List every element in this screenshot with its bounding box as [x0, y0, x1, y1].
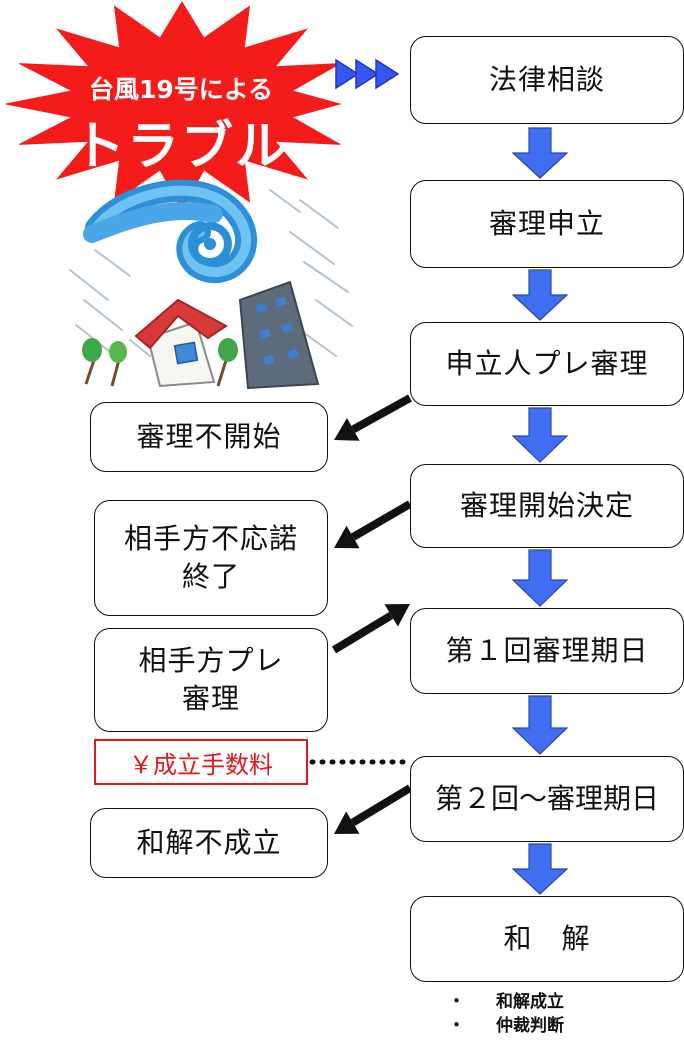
note-text: 仲裁判断: [496, 1016, 564, 1036]
side-no-settlement: 和解不成立: [90, 808, 328, 878]
arrow-shaft: [351, 500, 413, 541]
arrowhead-icon: [334, 811, 360, 834]
down-arrow-icon: [511, 407, 569, 463]
chevron-icon: [375, 58, 400, 90]
house-icon: [134, 298, 228, 388]
down-arrow-icon: [511, 843, 569, 895]
result-notes: ・和解成立 ・仲裁判断: [448, 990, 564, 1038]
step-pre-review-label: 申立人プレ審理: [445, 347, 649, 381]
step-settlement-label: 和 解: [503, 922, 591, 956]
note-item: ・ 和解成立: [448, 990, 564, 1014]
side-no-start-label: 審理不開始: [136, 420, 282, 454]
step-hearing-2: 第２回～審理期日: [410, 756, 684, 842]
arrow-shaft: [350, 784, 413, 827]
down-arrow-icon: [511, 269, 569, 321]
side-no-settlement-label: 和解不成立: [136, 826, 282, 860]
flow-arrows: [511, 127, 569, 895]
step-settlement: 和 解: [410, 896, 684, 982]
typhoon-illustration: [69, 179, 353, 390]
side-respondent-pre-label: 相手方プレ 審理: [138, 644, 284, 715]
burst-title: 台風19号による: [88, 75, 274, 104]
bullet-icon: ・: [448, 1016, 465, 1036]
down-arrow-icon: [511, 549, 569, 607]
chevron-arrows-icon: [335, 58, 400, 90]
chevron-icon: [355, 58, 380, 90]
side-no-response: 相手方不応諾 終了: [94, 500, 328, 616]
step-apply: 審理申立: [410, 180, 684, 268]
trees-icon: [82, 338, 238, 387]
step-consult-label: 法律相談: [488, 63, 605, 97]
side-no-start: 審理不開始: [90, 402, 328, 472]
arrow-shaft: [351, 394, 412, 433]
arrow-shaft: [331, 611, 394, 654]
arrowhead-icon: [334, 525, 360, 549]
step-hearing-1-label: 第１回審理期日: [445, 634, 649, 668]
note-text: 和解成立: [496, 992, 564, 1012]
down-arrow-icon: [511, 695, 569, 755]
step-hearing-1: 第１回審理期日: [410, 608, 684, 694]
step-apply-label: 審理申立: [488, 207, 605, 241]
step-consult: 法律相談: [410, 36, 684, 124]
step-hearing-2-label: 第２回～審理期日: [434, 782, 659, 816]
side-no-response-label: 相手方不応諾 終了: [123, 522, 298, 593]
step-start-decision: 審理開始決定: [410, 464, 684, 548]
bullet-icon: ・: [448, 992, 465, 1012]
fee-label: ￥成立手数料: [94, 739, 308, 785]
note-item: ・ 仲裁判断: [448, 1014, 564, 1038]
arrowhead-icon: [334, 417, 360, 441]
burst-headline: トラブル: [72, 117, 289, 177]
step-start-decision-label: 審理開始決定: [459, 489, 634, 523]
down-arrow-icon: [511, 127, 569, 179]
side-respondent-pre: 相手方プレ 審理: [94, 628, 328, 732]
arrowhead-icon: [384, 604, 410, 627]
chevron-icon: [335, 58, 360, 90]
building-icon: [238, 280, 320, 390]
step-pre-review: 申立人プレ審理: [410, 322, 684, 406]
typhoon-swirl-icon: [83, 179, 257, 284]
side-arrows: [331, 394, 413, 834]
